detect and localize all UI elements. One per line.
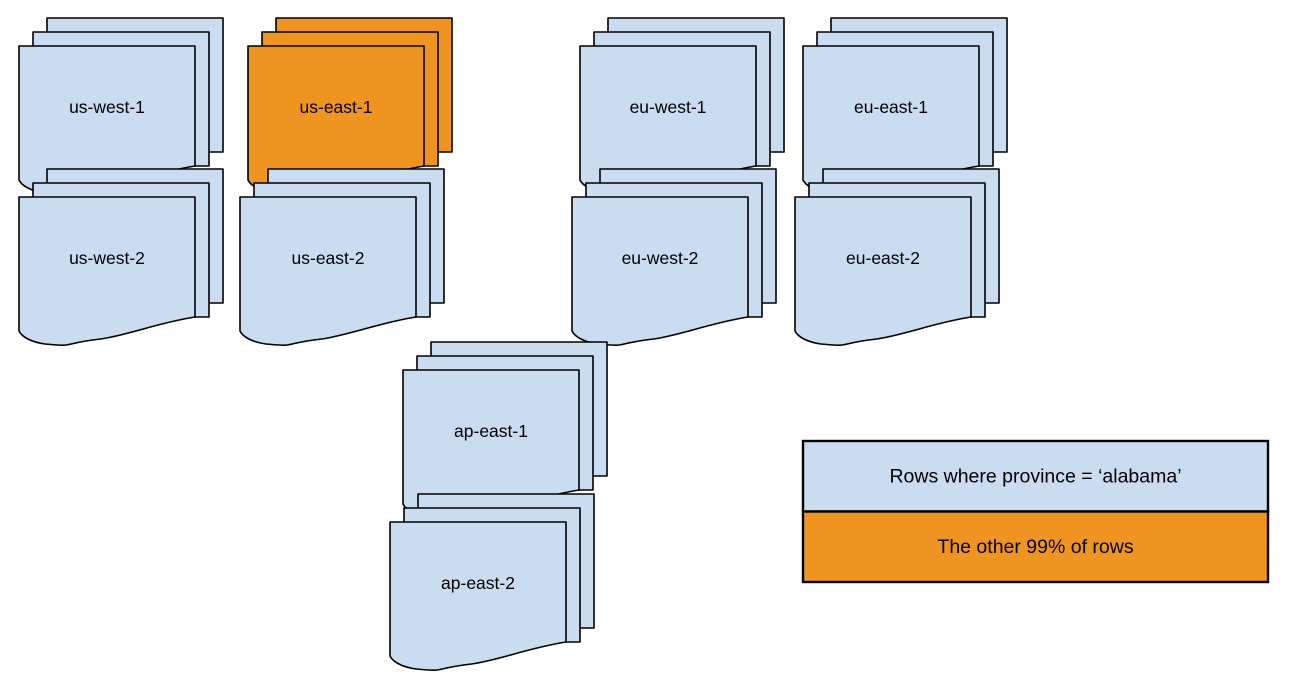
document-stack-us-west-2-label: us-west-2 <box>69 248 145 268</box>
document-stack-ap-east-1-label: ap-east-1 <box>454 421 528 441</box>
document-stacks-group: us-west-1 us-east-1 eu-west-1 eu-east-1 us-w… <box>18 17 1008 671</box>
legend-row-matching-swatch <box>801 439 1270 513</box>
document-stack-eu-east-2-sheet-front <box>794 196 972 346</box>
document-stack-eu-east-2[interactable]: eu-east-2 <box>794 168 1000 346</box>
document-stack-ap-east-2[interactable]: ap-east-2 <box>389 493 595 671</box>
document-stack-us-east-1-label: us-east-1 <box>300 97 373 117</box>
document-stack-eu-east-2-label: eu-east-2 <box>846 248 920 268</box>
legend-row-matching-label: Rows where province = ‘alabama’ <box>889 465 1181 487</box>
document-stack-us-east-1[interactable]: us-east-1 <box>247 17 453 195</box>
document-stack-us-east-2-sheet-front <box>239 196 417 346</box>
document-stack-ap-east-2-label: ap-east-2 <box>441 573 515 593</box>
document-stack-eu-east-1[interactable]: eu-east-1 <box>802 17 1008 195</box>
document-stack-us-east-2[interactable]: us-east-2 <box>239 168 445 346</box>
document-stack-eu-west-2-label: eu-west-2 <box>622 248 699 268</box>
document-stack-us-west-1-label: us-west-1 <box>69 97 145 117</box>
document-stack-us-west-2-sheet-front <box>18 196 196 346</box>
document-stack-eu-east-1-label: eu-east-1 <box>854 97 928 117</box>
document-stack-eu-west-2-sheet-front <box>571 196 749 346</box>
document-stack-eu-west-1-label: eu-west-1 <box>630 97 707 117</box>
document-stack-eu-west-1[interactable]: eu-west-1 <box>579 17 785 195</box>
document-stack-us-west-1[interactable]: us-west-1 <box>18 17 224 195</box>
legend-row-other-swatch <box>801 510 1270 584</box>
legend-row-other-label: The other 99% of rows <box>937 536 1133 558</box>
legend-group: Rows where province = ‘alabama’ The other… <box>801 439 1270 584</box>
document-stack-eu-west-2[interactable]: eu-west-2 <box>571 168 777 346</box>
document-stack-ap-east-1[interactable]: ap-east-1 <box>402 341 608 519</box>
document-stack-us-west-2[interactable]: us-west-2 <box>18 168 224 346</box>
document-stack-us-east-2-label: us-east-2 <box>292 248 365 268</box>
document-stack-ap-east-2-sheet-front <box>389 521 567 671</box>
